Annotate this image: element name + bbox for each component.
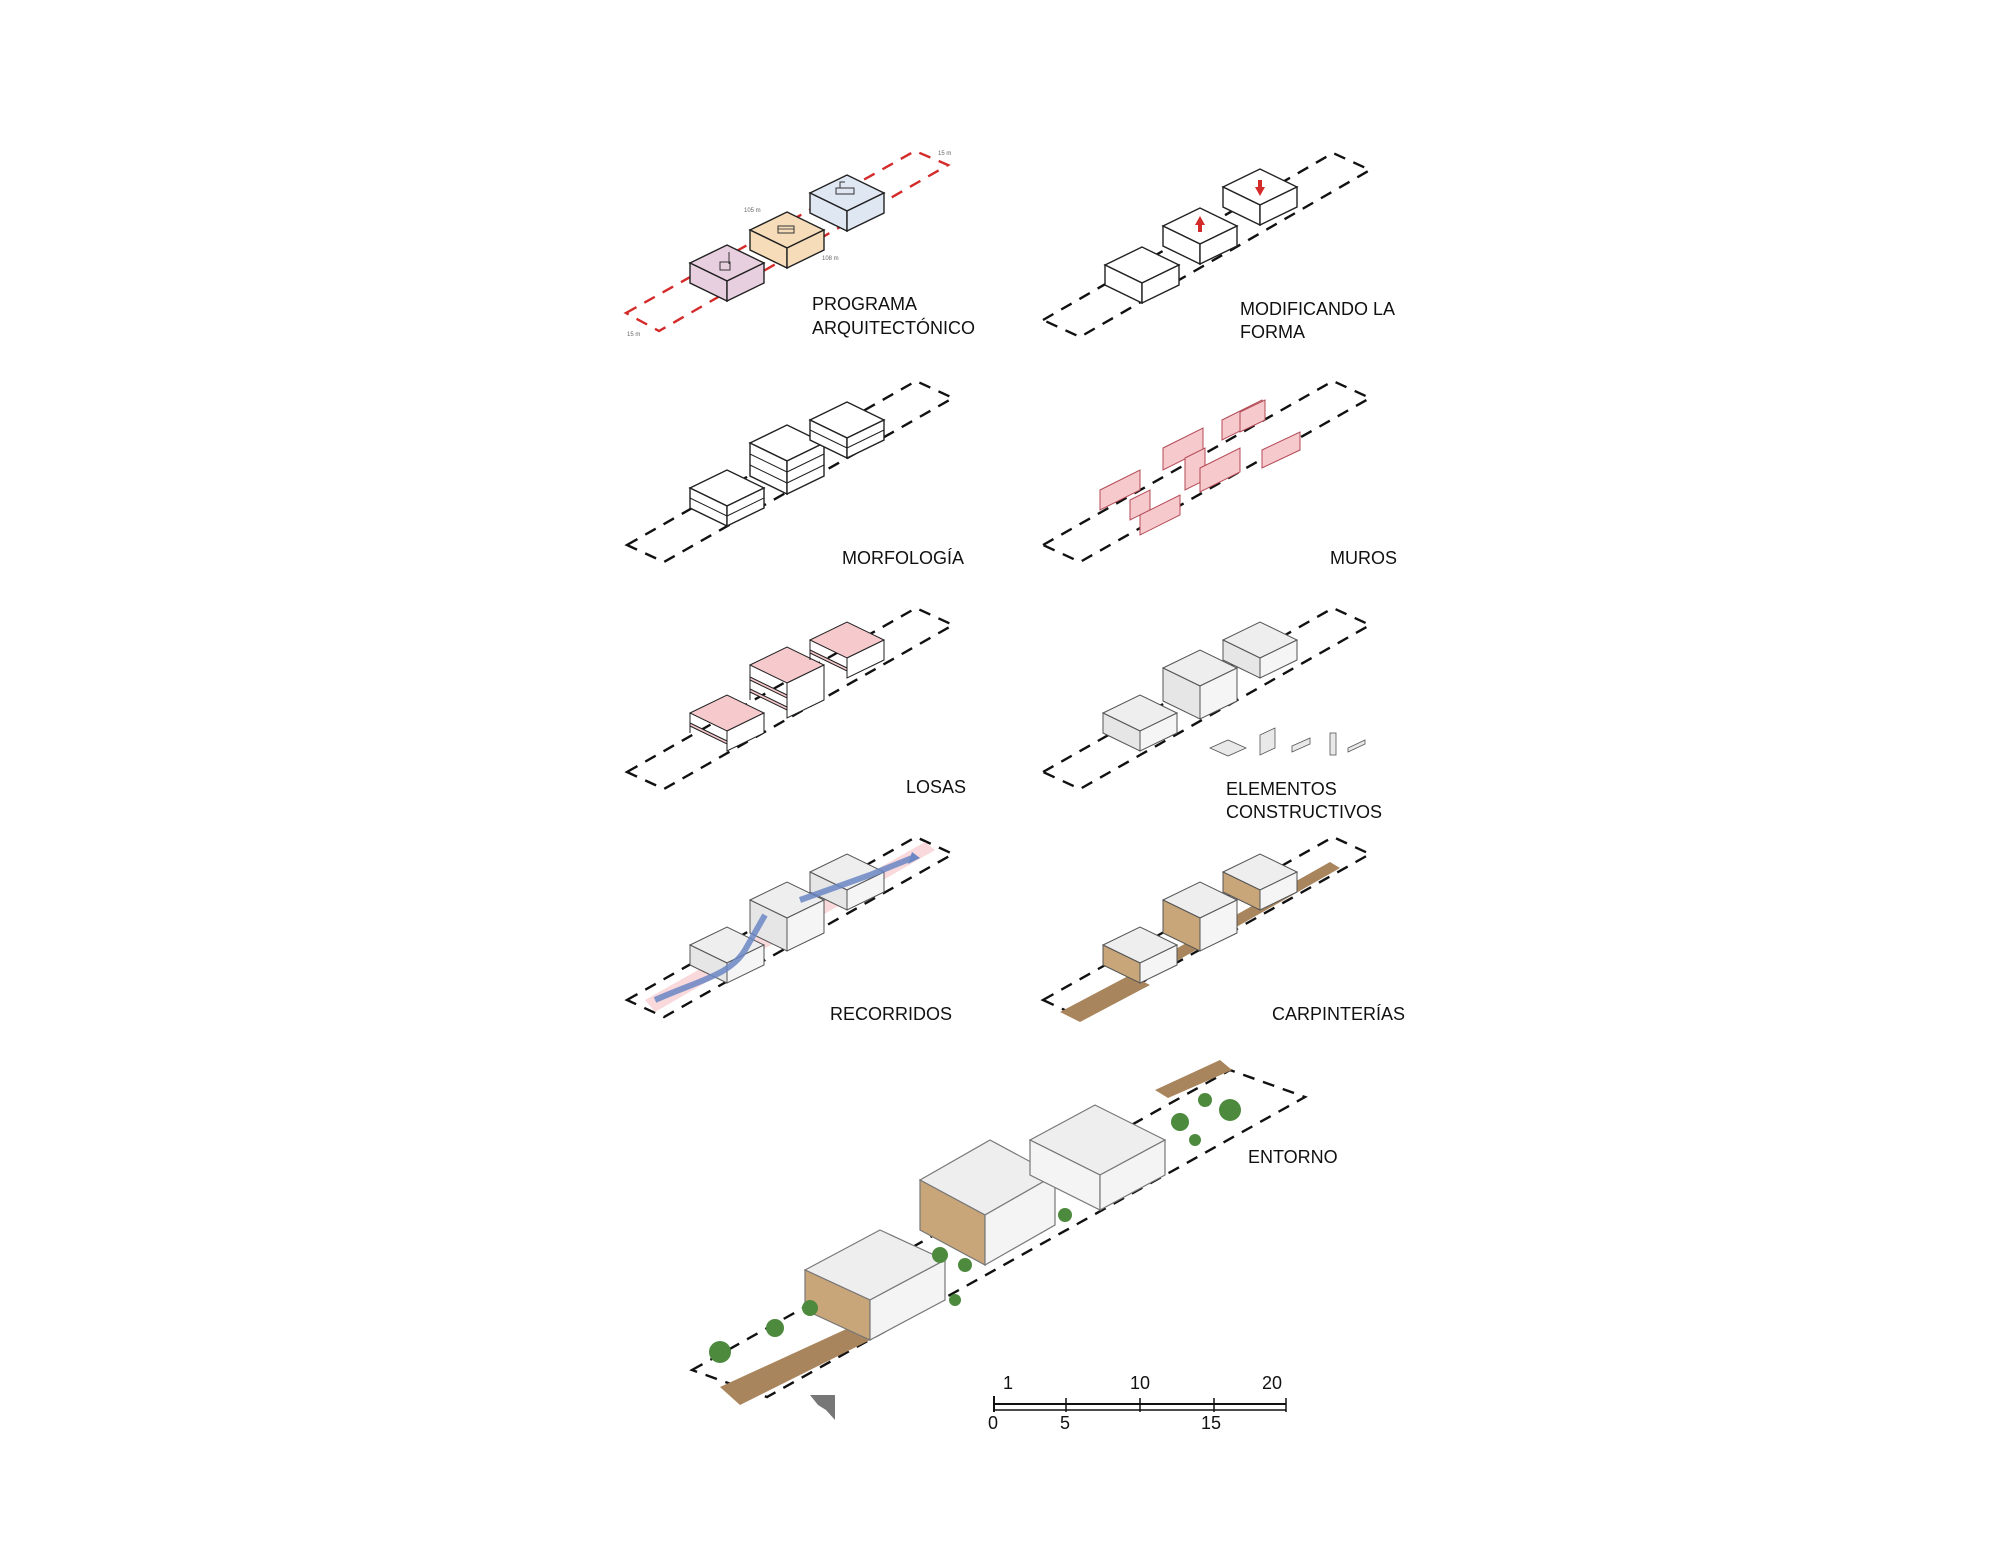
form-box-2 — [1161, 207, 1239, 266]
carp-block-1 — [1101, 926, 1179, 984]
panel-elementos: ELEMENTOS CONSTRUCTIVOS — [1040, 606, 1382, 822]
broom-icon — [719, 252, 731, 271]
scale-tick-0: 0 — [988, 1413, 998, 1433]
panel-muros: MUROS — [1040, 379, 1397, 568]
label-elementos-2: CONSTRUCTIVOS — [1226, 802, 1382, 822]
arrow-up-icon — [1195, 216, 1205, 232]
element-block-3 — [1221, 621, 1299, 679]
construction-elements-legend — [1209, 727, 1366, 757]
scale-tick-10: 10 — [1130, 1373, 1150, 1393]
carp-block-3 — [1221, 853, 1299, 911]
label-forma-1: MODIFICANDO LA — [1240, 299, 1395, 319]
label-recorridos: RECORRIDOS — [830, 1004, 952, 1024]
slab-block-3 — [808, 621, 886, 679]
morph-block-3 — [808, 401, 886, 460]
panel-programa: 15 m 105 m 108 m 15 m PROGRAMA ARQUITECT… — [623, 149, 975, 338]
panel-carpinterias: CARPINTERÍAS — [1040, 835, 1405, 1024]
entorno-building-1 — [803, 1229, 947, 1341]
panel-entorno: ENTORNO — [689, 1060, 1338, 1420]
site-boundary — [1040, 151, 1373, 339]
program-box-service — [688, 244, 766, 303]
program-box-bedroom — [748, 211, 826, 270]
rec-block-2 — [748, 881, 826, 952]
carp-block-2 — [1161, 881, 1239, 952]
slab-block-1 — [688, 694, 766, 752]
label-forma-2: FORMA — [1240, 322, 1305, 342]
program-box-social — [808, 174, 886, 233]
arrow-down-icon — [1255, 180, 1265, 196]
wood-deck-path — [720, 1060, 1232, 1405]
wall-panels — [1099, 399, 1301, 536]
label-entorno: ENTORNO — [1248, 1147, 1338, 1167]
site-boundary — [1040, 379, 1373, 564]
element-block-1 — [1101, 694, 1179, 752]
entorno-building-2 — [918, 1139, 1057, 1267]
panel-recorridos: RECORRIDOS — [624, 835, 956, 1024]
site-boundary — [1040, 606, 1373, 791]
north-arrow-icon — [810, 1395, 835, 1420]
entorno-building-3 — [1028, 1104, 1167, 1212]
scale-bar: 1 10 20 0 5 15 — [988, 1373, 1287, 1433]
label-carpinterias: CARPINTERÍAS — [1272, 1004, 1405, 1024]
form-box-3 — [1221, 168, 1299, 227]
scale-tick-5: 5 — [1060, 1413, 1070, 1433]
morph-block-1 — [688, 469, 766, 528]
scale-tick-1: 1 — [1003, 1373, 1013, 1393]
kitchen-icon — [835, 181, 855, 195]
label-elementos-1: ELEMENTOS — [1226, 779, 1337, 799]
dim-mid: 105 m — [744, 208, 761, 214]
dim-low: 108 m — [822, 256, 839, 262]
scale-tick-20: 20 — [1262, 1373, 1282, 1393]
vegetation — [709, 1093, 1241, 1363]
label-losas: LOSAS — [906, 777, 966, 797]
element-block-2 — [1161, 649, 1239, 720]
bed-icon — [777, 225, 795, 234]
form-box-1 — [1103, 246, 1181, 305]
label-muros: MUROS — [1330, 548, 1397, 568]
dim-top: 15 m — [938, 151, 951, 157]
panel-losas: LOSAS — [624, 606, 966, 797]
dim-left: 15 m — [627, 332, 640, 338]
scale-tick-15: 15 — [1201, 1413, 1221, 1433]
label-morfologia: MORFOLOGÍA — [842, 548, 964, 568]
slab-block-2 — [748, 646, 826, 719]
panel-forma: MODIFICANDO LA FORMA — [1040, 151, 1395, 342]
label-programa-1: PROGRAMA — [812, 294, 917, 314]
panel-morfologia: MORFOLOGÍA — [624, 379, 964, 568]
label-programa-2: ARQUITECTÓNICO — [812, 317, 975, 338]
circulation-arrow — [653, 855, 914, 1003]
